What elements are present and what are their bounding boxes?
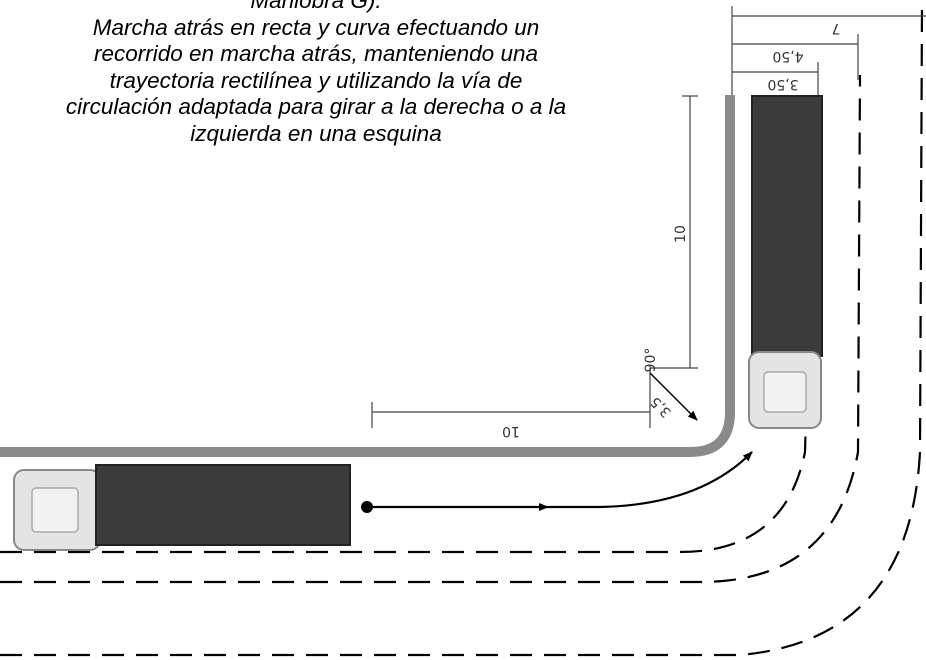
lane-line-middle (0, 74, 862, 584)
angle-label: 90° (643, 348, 659, 373)
caption-line-1: Maniobra G). (250, 0, 382, 13)
trajectory-curve (548, 451, 753, 509)
dim-width-350-label: 3,50 (767, 76, 798, 92)
trailer-horizontal (95, 464, 351, 546)
dim-width-450-label: 4,50 (772, 48, 803, 64)
trailer-vertical (751, 95, 823, 357)
caption-line-2: Marcha atrás en recta y curva efectuando… (92, 14, 540, 40)
dim-horizontal-label: 10 (502, 423, 520, 439)
lane-line-inner (0, 94, 817, 554)
lane-line-outer (0, 4, 924, 657)
caption: Maniobra G). Marcha atrás en recta y cur… (0, 0, 632, 147)
trajectory (361, 451, 753, 513)
truck-vertical (748, 95, 823, 429)
lane-lines (0, 4, 924, 657)
cab-window-horizontal (31, 487, 79, 533)
radius-arrow (649, 372, 698, 421)
radius-label: 3,5 (648, 393, 675, 420)
road-curb (0, 95, 735, 457)
dim-horizontal (371, 368, 651, 428)
truck-horizontal (13, 464, 351, 551)
cab-window-vertical (763, 371, 807, 413)
caption-line-4: trayectoria rectilínea y utilizando la v… (109, 67, 523, 93)
dim-width-7-label: 7 (832, 20, 841, 36)
dim-vertical-label: 10 (673, 225, 689, 243)
dim-vertical (650, 95, 698, 369)
caption-line-5: circulación adaptada para girar a la der… (65, 94, 567, 119)
dim-widths (731, 6, 926, 95)
caption-line-6: izquierda en una esquina (190, 120, 442, 146)
caption-line-3: recorrido en marcha atrás, manteniendo u… (93, 41, 538, 66)
